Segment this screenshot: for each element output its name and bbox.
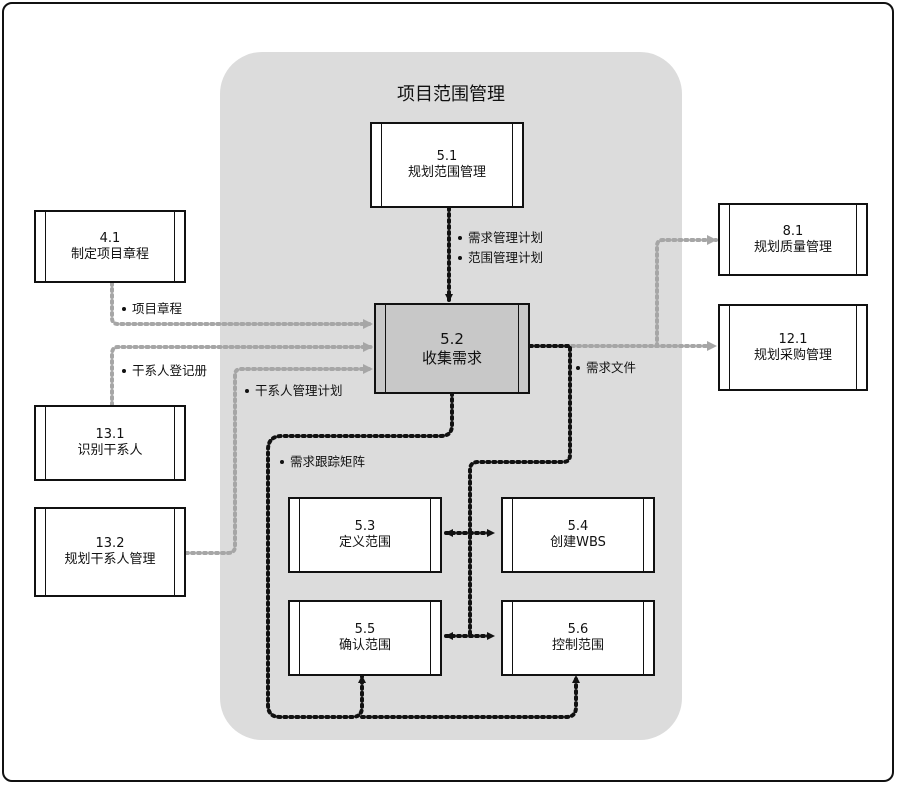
box-edge-right xyxy=(856,205,866,274)
box-edge-right xyxy=(174,212,184,281)
process-number: 13.1 xyxy=(95,427,125,442)
process-number: 13.2 xyxy=(95,536,125,551)
box-edge-left xyxy=(503,499,513,571)
process-name: 规划干系人管理 xyxy=(64,552,156,567)
process-name: 识别干系人 xyxy=(77,443,143,458)
process-name: 定义范围 xyxy=(338,535,391,550)
flow-trace-matrix xyxy=(266,391,454,719)
flow-label-trace-matrix: 需求跟踪矩阵 xyxy=(280,451,365,470)
process-number: 5.6 xyxy=(567,622,589,637)
box-edge-right xyxy=(512,124,522,206)
process-number: 5.3 xyxy=(354,519,376,534)
flow-req-docs-internal xyxy=(468,344,572,638)
process-number: 5.1 xyxy=(436,149,458,164)
flow-label-text: 需求管理计划 xyxy=(468,230,544,245)
flow-stakeholder-plan xyxy=(184,364,374,555)
box-edge-right xyxy=(643,499,653,571)
process-name: 规划范围管理 xyxy=(407,165,486,180)
process-number: 5.2 xyxy=(440,329,464,348)
bullet-icon xyxy=(280,459,284,464)
bullet-icon xyxy=(245,388,249,393)
flow-label-charter: 项目章程 xyxy=(122,298,182,317)
box-edge-right xyxy=(430,499,440,571)
process-number: 5.4 xyxy=(567,519,589,534)
bullet-icon xyxy=(576,365,580,370)
box-edge-left xyxy=(36,509,46,595)
process-number: 8.1 xyxy=(782,223,804,239)
process-number: 5.5 xyxy=(354,622,376,637)
box-edge-right xyxy=(518,305,528,392)
box-edge-left xyxy=(290,499,300,571)
box-edge-left xyxy=(720,306,730,389)
box-edge-right xyxy=(856,306,866,389)
box-edge-left xyxy=(36,407,46,479)
flow-label-register: 干系人登记册 xyxy=(122,360,207,379)
box-edge-right xyxy=(643,602,653,674)
flow-label-text: 干系人登记册 xyxy=(132,363,208,378)
box-edge-left xyxy=(372,124,382,206)
flow-label-scope-plan: 范围管理计划 xyxy=(458,247,543,266)
box-edge-right xyxy=(174,407,184,479)
bullet-icon xyxy=(458,255,462,260)
flow-trace-matrix-56 xyxy=(360,674,580,719)
group-title: 项目范围管理 xyxy=(397,84,505,105)
flow-label-text: 项目章程 xyxy=(132,301,183,316)
process-name: 规划采购管理 xyxy=(753,347,832,363)
process-number: 12.1 xyxy=(778,331,808,347)
flow-label-req-docs: 需求文件 xyxy=(576,357,636,376)
flow-req-docs-81 xyxy=(655,235,718,348)
process-name: 控制范围 xyxy=(551,638,604,653)
bullet-icon xyxy=(458,235,462,240)
box-edge-right xyxy=(430,602,440,674)
process-number: 4.1 xyxy=(99,230,121,246)
box-edge-left xyxy=(376,305,386,392)
flow-label-text: 需求文件 xyxy=(586,360,637,375)
box-edge-left xyxy=(720,205,730,274)
flow-label-text: 范围管理计划 xyxy=(468,250,544,265)
process-name: 收集需求 xyxy=(421,348,482,367)
flow-label-text: 干系人管理计划 xyxy=(255,383,343,398)
box-edge-left xyxy=(36,212,46,281)
box-edge-left xyxy=(290,602,300,674)
bullet-icon xyxy=(122,368,126,373)
box-edge-left xyxy=(503,602,513,674)
process-name: 制定项目章程 xyxy=(70,246,149,262)
bullet-icon xyxy=(122,306,126,311)
flow-label-text: 需求跟踪矩阵 xyxy=(290,454,366,469)
flow-label-req-plan: 需求管理计划 xyxy=(458,227,543,246)
flow-label-stakeholder-plan: 干系人管理计划 xyxy=(245,380,343,399)
flow-charter xyxy=(110,281,374,329)
process-name: 规划质量管理 xyxy=(753,239,832,255)
process-name: 确认范围 xyxy=(338,638,391,653)
box-edge-right xyxy=(174,509,184,595)
flow-register xyxy=(110,342,374,407)
process-name: 创建WBS xyxy=(550,535,606,550)
